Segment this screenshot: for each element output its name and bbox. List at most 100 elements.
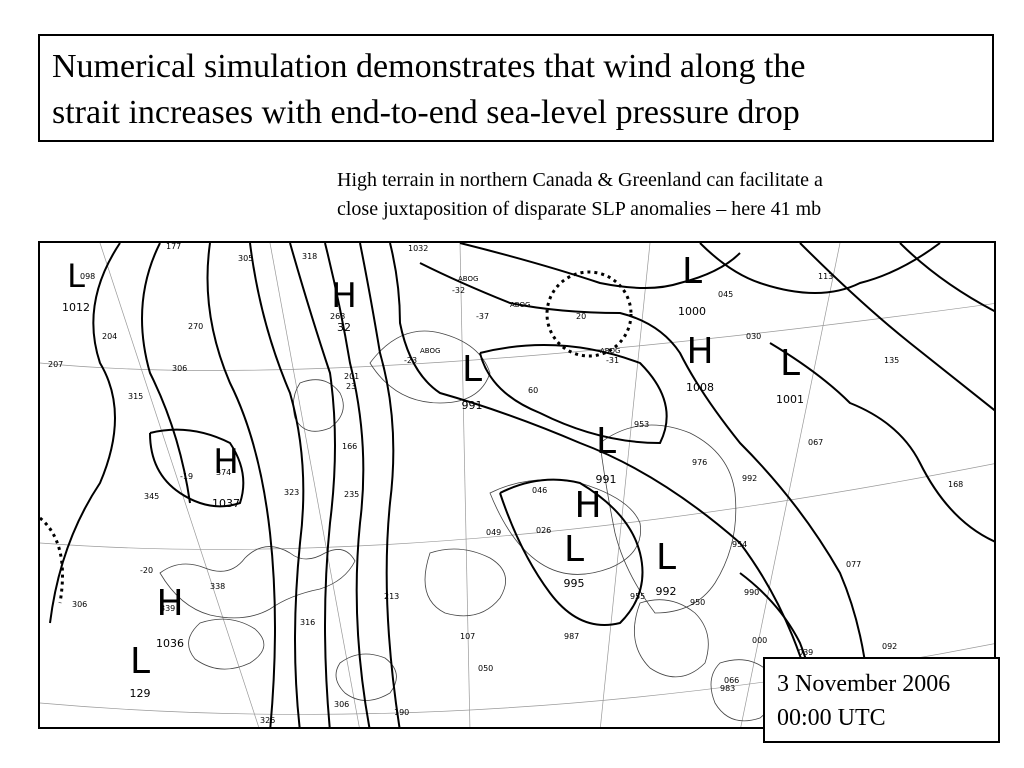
pressure-center-value: 1012: [62, 301, 90, 314]
pressure-center-type: L: [130, 641, 150, 682]
station-label: 049: [486, 528, 501, 537]
pressure-center-value: 992: [656, 585, 677, 598]
station-label: 374: [216, 468, 231, 477]
station-label: 039: [798, 648, 813, 657]
dotted-low-highlight: [545, 270, 633, 358]
pressure-center: H 1036: [156, 583, 184, 650]
station-label: 168: [948, 480, 963, 489]
station-label: 190: [394, 708, 409, 717]
station-label: 306: [72, 600, 87, 609]
subtitle-line-2: close juxtaposition of disparate SLP ano…: [337, 198, 822, 220]
station-label: 323: [284, 488, 299, 497]
isobar-label: ABOG: [600, 347, 620, 355]
pressure-center-value: 1037: [212, 497, 240, 510]
station-label: 113: [818, 272, 833, 281]
station-label: 987: [564, 632, 579, 641]
isobar-lines: [49, 243, 994, 727]
pressure-center-type: L: [656, 537, 676, 578]
coastlines: [159, 330, 777, 722]
pressure-center: L 1001: [776, 343, 804, 406]
pressure-center-type: H: [213, 442, 239, 482]
station-label: 339: [160, 604, 175, 613]
station-label: 092: [882, 642, 897, 651]
pressure-center: H 1008: [686, 331, 714, 394]
station-label: 107: [460, 632, 475, 641]
station-label: 316: [300, 618, 315, 627]
pressure-center-value: 991: [596, 473, 617, 486]
pressure-center-type: L: [780, 343, 800, 384]
station-labels: 177 305 318 1032 098 204 270 306 315 207…: [48, 243, 963, 725]
station-label: 306: [334, 700, 349, 709]
station-label: 046: [532, 486, 547, 495]
pressure-center-type: L: [462, 349, 482, 390]
pressure-center-type: L: [682, 251, 702, 292]
map-date: 3 November 2006: [777, 671, 951, 697]
station-label: 066: [724, 676, 739, 685]
station-label: 953: [634, 420, 649, 429]
station-label: 1032: [408, 244, 428, 253]
station-label: 026: [536, 526, 551, 535]
pressure-center-value: 32: [337, 321, 351, 334]
pressure-center: L 992: [656, 537, 677, 598]
station-label: 177: [166, 243, 181, 251]
map-time: 00:00 UTC: [777, 705, 886, 731]
station-label: 135: [884, 356, 899, 365]
station-label: 954: [732, 540, 747, 549]
station-label: 983: [720, 684, 735, 693]
subtitle-line-1: High terrain in northern Canada & Greenl…: [337, 169, 823, 191]
pressure-center-type: L: [564, 529, 584, 570]
station-label: -32: [452, 286, 465, 295]
station-label: 268: [330, 312, 345, 321]
pressure-center: H: [574, 485, 601, 526]
pressure-center-type: L: [596, 421, 616, 462]
station-label: 213: [384, 592, 399, 601]
station-label: -19: [180, 472, 193, 481]
station-label: 338: [210, 582, 225, 591]
station-label: 050: [478, 664, 493, 673]
pressure-center: L 129: [130, 641, 151, 700]
slide-title-line-2: strait increases with end-to-end sea-lev…: [52, 94, 800, 131]
station-label: 204: [102, 332, 117, 341]
station-label: 000: [752, 636, 767, 645]
pressure-center-type: H: [574, 485, 601, 526]
station-label: 20: [576, 312, 586, 321]
station-label: 318: [302, 252, 317, 261]
date-time-box: 3 November 2006 00:00 UTC: [763, 657, 1000, 743]
station-label: -20: [140, 566, 153, 575]
station-label: 955: [630, 592, 645, 601]
pressure-center: H 32: [331, 276, 357, 334]
isobar-label: ABOG: [420, 347, 440, 355]
station-label: 201: [344, 372, 359, 381]
pressure-center-type: H: [686, 331, 713, 372]
station-label: -37: [476, 312, 489, 321]
station-label: 030: [746, 332, 761, 341]
pressure-center: H 1037: [212, 442, 240, 510]
weather-map: L 1012 H 32 L 991 L 1000 H 1008 L 1001: [38, 241, 996, 729]
slide-title-line-1: Numerical simulation demonstrates that w…: [52, 48, 806, 85]
station-label: 045: [718, 290, 733, 299]
station-label: -23: [404, 356, 417, 365]
station-label: 077: [846, 560, 861, 569]
isobar-labels: ABOG ABOG ABOG ABOG: [420, 275, 620, 355]
pressure-center-value: 129: [130, 687, 151, 700]
isobar-label: ABOG: [510, 301, 530, 309]
pressure-center: L 1012: [62, 257, 90, 314]
slide-title-box: Numerical simulation demonstrates that w…: [38, 34, 994, 142]
pressure-center-type: H: [156, 583, 183, 624]
station-label: 976: [692, 458, 707, 467]
station-label: 098: [80, 272, 95, 281]
station-label: 60: [528, 386, 538, 395]
station-label: 992: [742, 474, 757, 483]
station-label: 207: [48, 360, 63, 369]
station-label: 305: [238, 254, 253, 263]
pressure-center-value: 991: [462, 399, 483, 412]
station-label: 950: [690, 598, 705, 607]
station-label: 990: [744, 588, 759, 597]
pressure-center: L 991: [596, 421, 617, 486]
station-label: 306: [172, 364, 187, 373]
pressure-center-value: 1000: [678, 305, 706, 318]
station-label: 23: [346, 382, 356, 391]
station-label: 315: [128, 392, 143, 401]
pressure-center-value: 995: [564, 577, 585, 590]
pressure-center: L 1000: [678, 251, 706, 318]
